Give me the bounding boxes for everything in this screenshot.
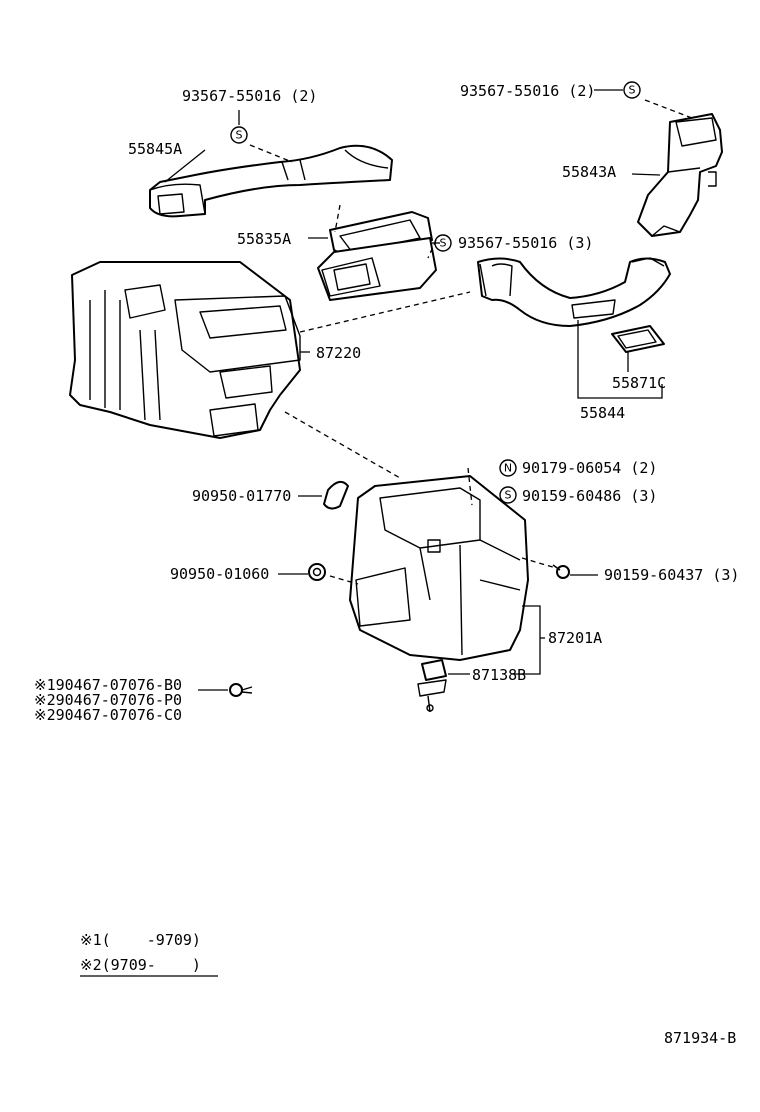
label-pad-55871c: 55871C <box>612 374 666 392</box>
label-fastener-1: ※190467-07076-B0 <box>34 676 182 694</box>
label-unit-case-87201a: 87201A <box>548 629 602 647</box>
pad-55871c <box>611 325 665 353</box>
grommet-90950-01770 <box>323 480 349 510</box>
label-nut: 90179-06054 (2) <box>522 459 657 477</box>
duct-55844 <box>477 257 671 327</box>
label-screw-left: 93567-55016 (2) <box>182 87 317 105</box>
screw-90159-60437 <box>552 564 570 579</box>
label-duct-55844: 55844 <box>580 404 625 422</box>
label-heater-case-87220: 87220 <box>316 344 361 362</box>
diagram-code: 871934-B <box>664 1029 736 1047</box>
legend: ※1( -9709) ※2(9709- ) <box>80 931 201 974</box>
label-screw-s: 90159-60486 (3) <box>522 487 657 505</box>
label-fastener-2: ※290467-07076-P0 <box>34 691 182 709</box>
symbol-s-text: S <box>505 489 512 502</box>
symbol-n: N <box>499 459 517 477</box>
label-fastener-3: ※290467-07076-C0 <box>34 706 182 724</box>
label-packing-55835a: 55835A <box>237 230 291 248</box>
heater-case-87220 <box>69 261 301 439</box>
leader-lines <box>80 89 663 977</box>
unit-case-87201a <box>349 475 529 661</box>
label-grommet-a: 90950-01770 <box>192 487 291 505</box>
label-duct-55843a: 55843A <box>562 163 616 181</box>
grommet-90950-01060 <box>308 563 326 581</box>
symbol-s-1: S <box>230 126 248 144</box>
fastener-clip <box>229 683 253 697</box>
symbol-s-3: S <box>434 234 452 252</box>
label-screw-mid: 93567-55016 (3) <box>458 234 593 252</box>
packing-55835a <box>317 211 437 301</box>
symbol-s-4: S <box>499 486 517 504</box>
resistor-87138b <box>417 659 447 713</box>
label-screw-side: 90159-60437 (3) <box>604 566 739 584</box>
duct-55843a <box>637 113 723 237</box>
duct-55845a <box>149 144 393 218</box>
symbol-s-text: S <box>236 129 243 142</box>
symbol-n-text: N <box>504 462 512 475</box>
part-labels: 93567-55016 (2) 55845A 93567-55016 (2) 5… <box>34 82 739 724</box>
legend-line-2: ※2(9709- ) <box>80 956 201 974</box>
label-grommet-b: 90950-01060 <box>170 565 269 583</box>
label-duct-55845a: 55845A <box>128 140 182 158</box>
label-screw-right: 93567-55016 (2) <box>460 82 595 100</box>
legend-line-1: ※1( -9709) <box>80 931 201 949</box>
symbol-s-text: S <box>629 84 636 97</box>
label-resistor-87138b: 87138B <box>472 666 526 684</box>
symbol-s-text: S <box>440 237 447 250</box>
symbol-s-2: S <box>623 81 641 99</box>
